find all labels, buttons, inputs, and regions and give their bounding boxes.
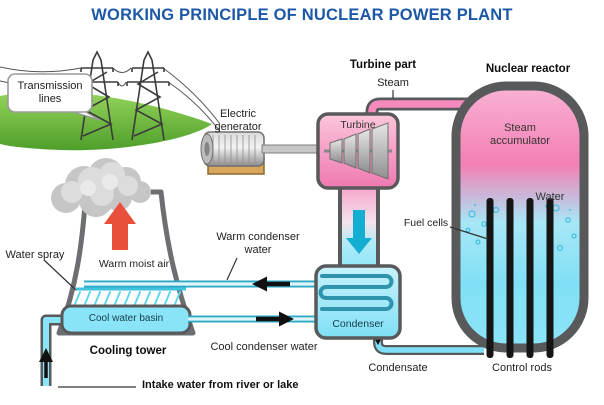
turbine-part-label: Turbine part xyxy=(349,59,417,71)
condenser-label: Condenser xyxy=(332,318,384,330)
diagram-title: WORKING PRINCIPLE OF NUCLEAR POWER PLANT xyxy=(91,6,513,24)
warm-condenser-water-label: Warm condenser water xyxy=(216,231,300,257)
reactor-vessel xyxy=(451,81,589,358)
updraft-arrow-icon xyxy=(104,202,136,250)
electric-generator-icon xyxy=(200,131,321,175)
steam-pipe xyxy=(365,97,474,120)
control-rods-icon xyxy=(486,198,554,358)
nuclear-reactor-label: Nuclear reactor xyxy=(485,63,571,75)
cooling-tower-shape xyxy=(56,189,196,336)
intake-water-label: Intake water from river or lake xyxy=(142,379,299,391)
cool-water-basin-label: Cool water basin xyxy=(88,313,164,324)
flow-arrows xyxy=(252,276,294,327)
warm-moist-air-label: Warm moist air xyxy=(98,258,170,270)
shaft xyxy=(261,144,321,154)
fuel-cells-label: Fuel cells xyxy=(403,217,449,229)
steam-down-arrow-icon xyxy=(346,210,372,254)
turbine-label: Turbine xyxy=(340,119,376,131)
water-spray-label: Water spray xyxy=(5,249,65,261)
transmission-pylon-icon xyxy=(75,50,170,141)
leader-lines xyxy=(43,90,489,388)
cooling-tower-label: Cooling tower xyxy=(89,345,167,357)
turbine-unit xyxy=(316,112,400,190)
transmission-callout-shape xyxy=(7,73,101,121)
condenser-coil-icon xyxy=(318,274,394,311)
transmission-lines-label: Transmission lines xyxy=(17,80,83,106)
condenser-unit xyxy=(314,264,402,340)
electric-generator-label: Electric generator xyxy=(214,108,262,134)
control-rods-label: Control rods xyxy=(492,362,552,374)
water-spray-icon xyxy=(74,287,186,305)
steam-cloud-icon xyxy=(51,158,151,217)
steam-label: Steam xyxy=(377,77,409,89)
water-label: Water xyxy=(535,191,565,203)
intake-pipe xyxy=(39,314,66,386)
cool-condenser-water-label: Cool condenser water xyxy=(210,341,318,353)
steam-accumulator-label: Steam accumulator xyxy=(490,122,550,148)
condensate-label: Condensate xyxy=(368,362,428,374)
